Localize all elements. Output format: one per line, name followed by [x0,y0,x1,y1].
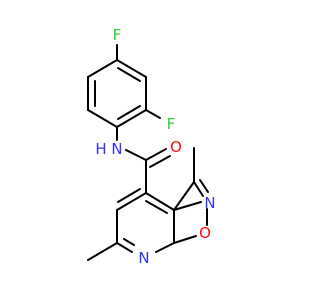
amide-nitrogen-label: N H [95,140,122,158]
bond [116,59,147,78]
bond [145,200,168,214]
bond [149,155,171,168]
bond [173,201,202,211]
bond [87,242,118,261]
bond [116,109,147,128]
oxygen-atom-label: O [199,224,211,242]
bond [117,188,141,203]
bond-layer [87,44,209,261]
bond [117,67,141,82]
bond [87,109,118,128]
hydrogen-atom-label: H [95,140,106,158]
bond [125,149,147,161]
molecule-structure: F F N H O N O N [87,26,216,267]
bond [145,148,167,161]
molecule-canvas: F F N H O N O N [87,26,216,267]
fluorine-atom-label: F [113,26,122,44]
bond [173,235,197,244]
oxygen-atom-label: O [170,138,182,156]
bond [87,59,118,78]
bond [116,242,133,253]
bond [173,181,195,211]
bond [117,105,141,120]
atom-labels: F F N H O N O N [95,26,215,267]
nitrogen-atom-label: N [204,194,215,212]
nitrogen-atom-label: N [138,249,149,267]
fluorine-atom-label: F [167,115,176,133]
bond [123,238,135,246]
bond [155,242,175,253]
bond [145,109,161,119]
bond [199,179,209,193]
bond [145,192,175,211]
bond [116,192,147,211]
bond [193,181,204,197]
nitrogen-atom-label: N [111,140,122,158]
